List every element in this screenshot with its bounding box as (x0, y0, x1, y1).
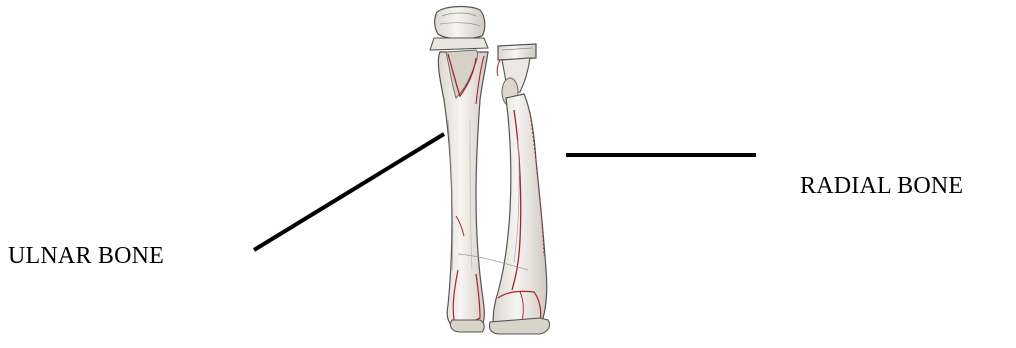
ulna-neck (430, 38, 488, 50)
radial-bone-label: RADIAL BONE (800, 173, 963, 200)
radius-bone (489, 44, 549, 334)
ulna-styloid (450, 320, 484, 332)
ulna-bone (430, 7, 488, 332)
ulnar-bone-leader-line (254, 134, 444, 250)
ulnar-bone-label: ULNAR BONE (8, 243, 164, 270)
ulna-shaft (438, 52, 488, 326)
